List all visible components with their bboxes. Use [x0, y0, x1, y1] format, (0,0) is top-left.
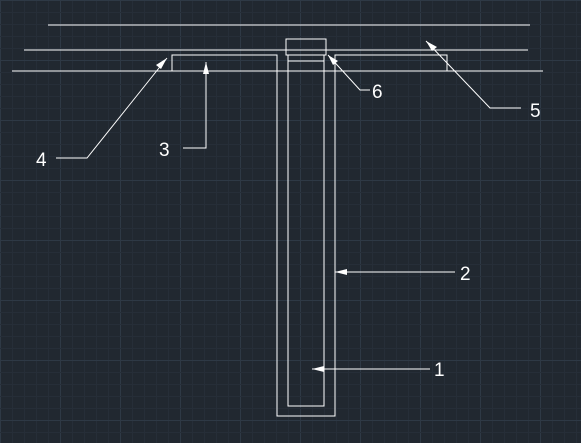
callout-label-2: 2	[460, 264, 471, 285]
leader-3-arrow-icon	[203, 62, 209, 74]
leader-6-arrow-icon	[328, 55, 338, 65]
cap-slab-left-half	[171, 54, 278, 72]
pile-core	[287, 60, 325, 407]
leader-5	[425, 40, 521, 109]
callout-labels: 1 2 3 4 5 6	[36, 82, 541, 381]
leader-4-arrow-icon	[156, 58, 167, 69]
pile-head	[285, 38, 327, 56]
callout-label-3: 3	[159, 140, 170, 161]
pile[interactable]	[276, 38, 336, 417]
callout-label-1: 1	[434, 360, 445, 381]
callout-label-5: 5	[530, 101, 541, 122]
cap-slab[interactable]	[171, 54, 448, 72]
cap-slab-right-half	[334, 54, 448, 72]
leaders	[56, 40, 521, 372]
leader-3	[183, 62, 207, 149]
callout-label-6: 6	[372, 82, 383, 103]
leader-6	[327, 54, 370, 91]
leader-1-arrow-icon	[312, 366, 324, 372]
leader-2-arrow-icon	[335, 269, 347, 275]
pile-casing	[276, 70, 336, 417]
leader-5-arrow-icon	[426, 41, 437, 51]
callout-label-4: 4	[36, 150, 47, 171]
leader-4	[56, 57, 168, 159]
